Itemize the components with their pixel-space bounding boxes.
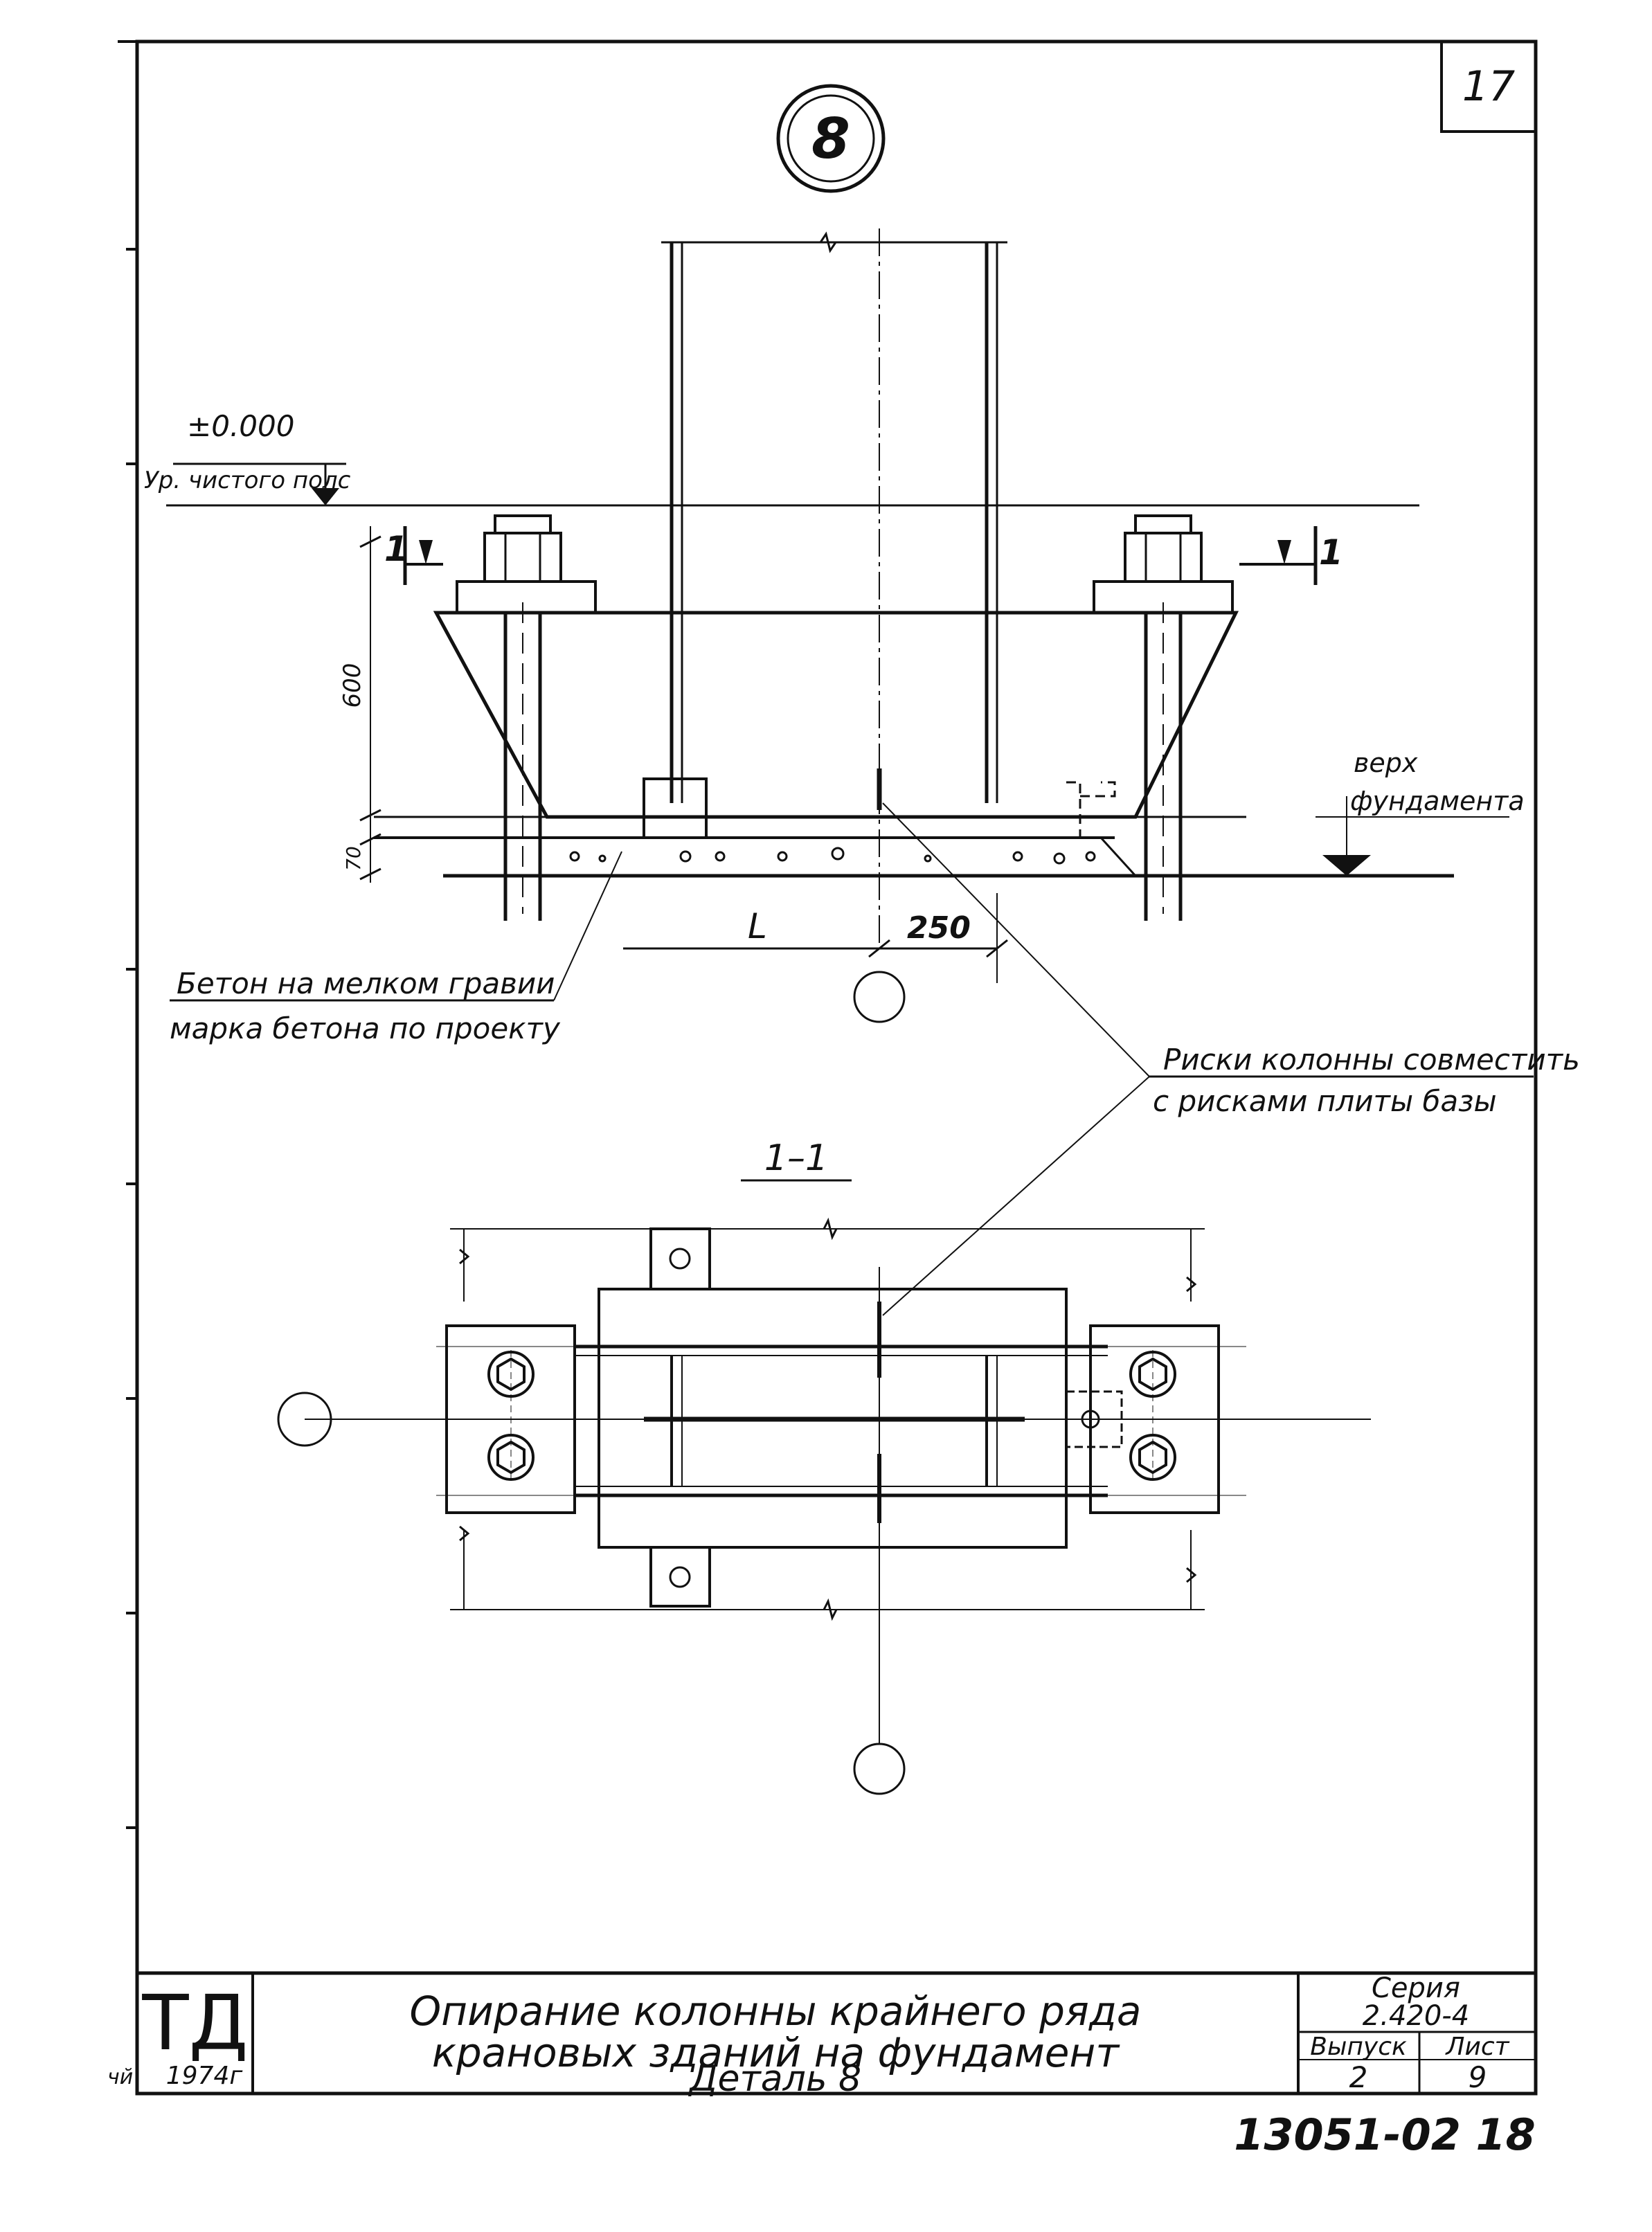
dim-height: 600 [339, 663, 366, 708]
section-1-1: 1–1 [277, 1137, 1371, 1795]
zero-elevation-label: ±0.000 [187, 409, 294, 443]
section-mark-left: 1 [384, 529, 408, 569]
grout-aggregate [569, 847, 1096, 865]
concrete-note: Бетон на мелком гравии марка бетона по п… [170, 851, 622, 1045]
title-line-1: Опирание колонны крайнего ряда [410, 1988, 1142, 2035]
concrete-note-line1: Бетон на мелком гравии [177, 966, 555, 1000]
concrete-note-line2: марка бетона по проекту [170, 1011, 561, 1045]
sheet-value: 9 [1469, 2060, 1487, 2094]
column-marks-note: Риски колонны совместить с рисками плиты… [882, 802, 1580, 1316]
section-cut-right: 1 [1239, 526, 1343, 585]
anchor-bolts-plan [487, 1350, 1176, 1482]
vertical-dimensions: 600 70 [339, 526, 381, 883]
section-cut-left: 1 [384, 526, 443, 585]
axis-bubble-left [277, 1392, 332, 1447]
axis-bubble-elevation [853, 971, 906, 1023]
year: 1974г [166, 2062, 244, 2090]
series-label: Серия [1372, 1972, 1460, 2004]
dim-grout: 70 [342, 846, 365, 871]
foundation-top-label-2: фундамента [1350, 786, 1525, 816]
section-mark-right: 1 [1319, 532, 1343, 573]
archive-stamp: 13051-02 18 [1234, 2109, 1536, 2160]
foundation-top-label-1: верх [1354, 748, 1418, 778]
marks-note-line1: Риски колонны совместить [1163, 1043, 1580, 1077]
issue-label: Выпуск [1310, 2033, 1407, 2061]
detail-number: 8 [811, 107, 850, 171]
series-value: 2.420-4 [1363, 2000, 1469, 2032]
sheet-frame [118, 39, 1538, 2096]
axis-bubble-bottom [853, 1743, 906, 1795]
floor-level-label: Ур. чистого полс [144, 467, 351, 494]
logo-td: ТД [141, 1979, 248, 2067]
dim-offset: 250 [907, 910, 971, 946]
marks-note-line2: с рисками плиты базы [1153, 1084, 1497, 1118]
horizontal-dimensions: L 250 [623, 893, 1008, 983]
section-label: 1–1 [764, 1137, 828, 1179]
page-number: 17 [1462, 62, 1515, 111]
dim-L: L [748, 906, 767, 946]
page-number-box: 17 [1440, 40, 1537, 133]
corner-mark: чй [107, 2065, 133, 2089]
sheet-label: Лист [1444, 2033, 1509, 2061]
title-block: ТД 1974г чй Опирание колонны крайнего ря… [107, 1971, 1536, 2100]
issue-value: 2 [1349, 2060, 1368, 2094]
detail-marker: 8 [776, 84, 886, 193]
title-line-2: крановых зданий на фундамент [432, 2029, 1121, 2076]
elevation-view: ±0.000 Ур. чистого полс [144, 228, 1525, 1023]
title-line-3: Деталь 8 [688, 2058, 861, 2100]
